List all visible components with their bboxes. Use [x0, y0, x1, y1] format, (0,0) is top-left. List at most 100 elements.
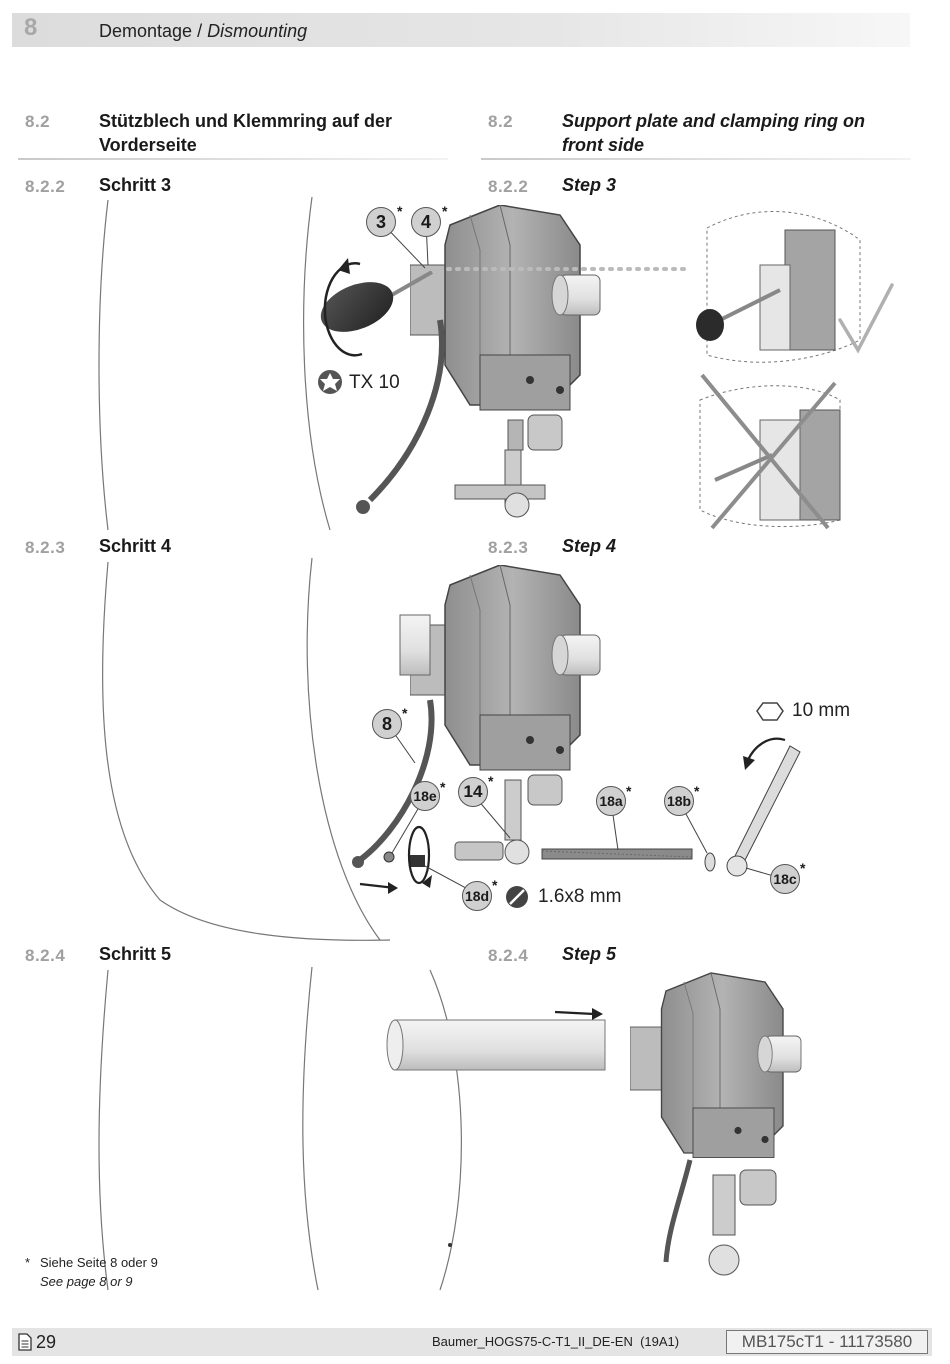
encoder-connector-step3 — [507, 419, 524, 451]
step4-title-en: Step 4 — [562, 536, 617, 556]
wheel-rim-step4 — [306, 557, 381, 941]
nut-18d — [410, 855, 425, 867]
callout-4-star: * — [442, 203, 448, 219]
step5-title-de: Schritt 5 — [99, 944, 172, 964]
callout-18a-star: * — [626, 783, 632, 799]
cable-gland-step4 — [527, 774, 563, 806]
callout-18e-star: * — [440, 779, 446, 795]
rod-end-step4 — [504, 839, 530, 865]
step3-number-en: 8.2.2 — [488, 177, 529, 196]
push-arrowhead-step5 — [592, 1008, 603, 1020]
cross-icon-line-1 — [700, 373, 830, 530]
section-rule-en — [481, 158, 911, 160]
threaded-rod-18a — [541, 848, 693, 860]
torx-label: TX 10 — [349, 372, 400, 393]
detail-wrong-blade — [714, 453, 773, 482]
cable-gland-step5 — [739, 1169, 777, 1206]
thread-pattern-18a — [541, 850, 693, 858]
shaft-step4 — [399, 614, 431, 676]
washer-18e — [383, 851, 395, 863]
wrench-rotation-arrowhead — [743, 756, 755, 770]
section-title-de-line2: Vorderseite — [99, 135, 197, 155]
step5-number-en: 8.2.4 — [488, 946, 529, 965]
wrench-head — [726, 855, 748, 877]
wheel-edge-step3 — [98, 199, 109, 531]
callout-8-star: * — [402, 705, 408, 721]
page-number: 29 — [36, 1332, 57, 1352]
section-title-en-line2: front side — [562, 135, 645, 155]
chapter-title-separator: / — [192, 21, 208, 41]
document-code: MB175cT1 - 11173580 — [726, 1330, 928, 1354]
rotation-arrowhead-step4 — [422, 875, 432, 888]
callout-18d: 18d — [462, 881, 492, 911]
wheel-edge-step4 — [101, 561, 391, 941]
callout-3: 3 — [366, 207, 396, 237]
screwdriver-blade — [389, 270, 433, 298]
callout-18a: 18a — [596, 786, 626, 816]
pin-size-label: 1.6x8 mm — [538, 886, 622, 907]
hex-nut-icon — [756, 702, 784, 721]
torque-arm-rod-step4 — [504, 779, 522, 841]
wrench-size-label: 10 mm — [792, 700, 851, 721]
chapter-title: Demontage / Dismounting — [99, 21, 307, 42]
checkmark-icon — [838, 283, 894, 354]
callout-18c: 18c — [770, 864, 800, 894]
support-plate-step5 — [663, 1159, 693, 1263]
footnote-de: Siehe Seite 8 oder 9 — [40, 1255, 158, 1270]
step4-title-de: Schritt 4 — [99, 536, 172, 556]
chapter-title-en: Dismounting — [207, 21, 308, 41]
section-number-en: 8.2 — [488, 112, 514, 131]
callout-18d-star: * — [492, 877, 498, 893]
callout-18e: 18e — [410, 781, 440, 811]
section-number-de: 8.2 — [25, 112, 51, 131]
callout-18b-star: * — [694, 783, 700, 799]
cable-gland-step3 — [527, 414, 563, 451]
chapter-title-de: Demontage — [99, 21, 193, 41]
step3-title-en: Step 3 — [562, 175, 617, 195]
detail-correct-ring — [759, 264, 791, 351]
step3-title-de: Schritt 3 — [99, 175, 172, 195]
spacer-stack-step4 — [454, 841, 504, 861]
rotation-arrow-step4 — [407, 825, 431, 885]
torque-arm-bolt-step3 — [454, 484, 546, 500]
section-title-de-line1: Stützblech und Klemmring auf der — [99, 111, 393, 131]
step4-number-en: 8.2.3 — [488, 538, 529, 557]
wheel-dot-step5 — [448, 1243, 452, 1247]
callout-14: 14 — [458, 777, 488, 807]
footnote-en: See page 8 or 9 — [40, 1274, 133, 1289]
screwdriver-handle — [320, 282, 394, 332]
torque-arm-rod-step5 — [712, 1174, 736, 1236]
step5-title-en: Step 5 — [562, 944, 617, 964]
callout-18b: 18b — [664, 786, 694, 816]
callout-14-star: * — [488, 773, 494, 789]
wheel-rim-step3 — [303, 196, 331, 531]
support-plate-step3 — [367, 319, 445, 503]
page-icon — [18, 1333, 32, 1351]
step5-number-de: 8.2.4 — [25, 946, 66, 965]
support-plate-hole-step4 — [352, 856, 364, 868]
section-title-de: Stützblech und Klemmring auf der Vorders… — [99, 109, 392, 157]
callout-4: 4 — [411, 207, 441, 237]
shaft-end-step5 — [386, 1019, 404, 1071]
section-title-en: Support plate and clamping ring on front… — [562, 109, 865, 157]
wrench-rotation-arrow — [747, 737, 786, 761]
encoder-step5 — [630, 972, 802, 1159]
footnote-marker: * — [25, 1255, 31, 1270]
push-arrowhead-step4 — [388, 882, 398, 894]
rotation-arrowhead-step3 — [338, 258, 350, 274]
step4-number-de: 8.2.3 — [25, 538, 66, 557]
document-name: Baumer_HOGS75-C-T1_II_DE-EN (19A1) — [432, 1334, 680, 1349]
detail-wrong-ring — [759, 419, 801, 521]
callout-8: 8 — [372, 709, 402, 739]
push-arrow-step5 — [554, 1010, 595, 1016]
encoder-step4 — [410, 565, 601, 771]
washer-18b — [704, 852, 716, 872]
callout-3-star: * — [397, 203, 403, 219]
header-bar — [12, 13, 910, 47]
detail-correct-housing — [784, 229, 836, 351]
wrench-icon — [732, 745, 801, 867]
callout-18c-star: * — [800, 860, 806, 876]
torx-star-icon — [320, 373, 340, 391]
chapter-number: 8 — [24, 14, 38, 41]
